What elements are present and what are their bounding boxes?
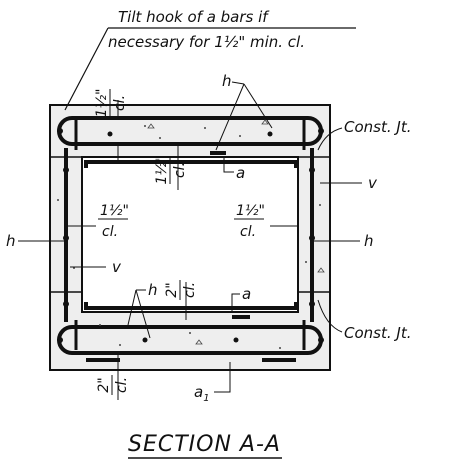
note-line-1: Tilt hook of a bars if (118, 8, 270, 26)
top-slab-bar (57, 116, 323, 146)
const-jt-label-top: Const. Jt. (344, 118, 411, 136)
v-labels: v v (70, 174, 378, 276)
note-line-2: necessary for 1½" min. cl. (108, 33, 305, 51)
h-label-top: h (222, 72, 232, 90)
bar-dots (57, 128, 324, 343)
top-inner-cover-value: 1½" (154, 156, 170, 185)
bottom-inner-cover-cl: cl. (182, 282, 198, 298)
const-jt-label-bottom: Const. Jt. (344, 324, 411, 342)
bottom-outer-cover-dim: 2" cl. (96, 353, 130, 400)
left-wall-cover-cl: cl. (102, 224, 118, 240)
top-inner-cover-cl: cl. (172, 162, 188, 178)
top-cover-dim: 1½" cl. (94, 89, 128, 160)
concrete-section (49, 104, 331, 371)
v-label-left: v (112, 258, 122, 276)
h-label-bottom: h (148, 281, 158, 299)
left-wall-cover-dim: 1½" cl. (66, 203, 129, 240)
bottom-outer-cover-cl: cl. (114, 377, 130, 393)
top-inner-cover-dim: 1½" cl. (154, 144, 188, 190)
right-wall-cover-dim: 1½" cl. (234, 203, 298, 240)
section-title: SECTION A-A (128, 432, 282, 459)
h-labels: h h h h (6, 72, 374, 339)
aggregate-speckles (57, 119, 325, 349)
const-jt-labels: Const. Jt. Const. Jt. (317, 118, 411, 342)
h-label-left: h (6, 232, 16, 250)
a1-label: a1 (194, 383, 210, 404)
top-cover-cl: cl. (112, 95, 128, 111)
a-bars (84, 151, 298, 319)
tilt-hook-note: Tilt hook of a bars if necessary for 1½"… (64, 8, 356, 111)
bottom-slab-bar (57, 325, 323, 355)
right-wall-cover-value: 1½" (236, 203, 265, 219)
v-label-right: v (368, 174, 378, 192)
top-cover-value: 1½" (94, 89, 110, 118)
a-label-bottom: a (242, 285, 251, 303)
h-label-right: h (364, 232, 374, 250)
right-wall-cover-cl: cl. (240, 224, 256, 240)
bottom-outer-cover-value: 2" (96, 377, 112, 392)
construction-joints (50, 156, 330, 293)
a-labels: a a a1 (194, 158, 251, 404)
left-wall-cover-value: 1½" (100, 203, 129, 219)
a-label-top: a (236, 164, 245, 182)
bottom-inner-cover-value: 2" (164, 282, 180, 297)
section-title-text: SECTION A-A (128, 432, 281, 457)
bottom-inner-cover-dim: 2" cl. (164, 280, 198, 320)
